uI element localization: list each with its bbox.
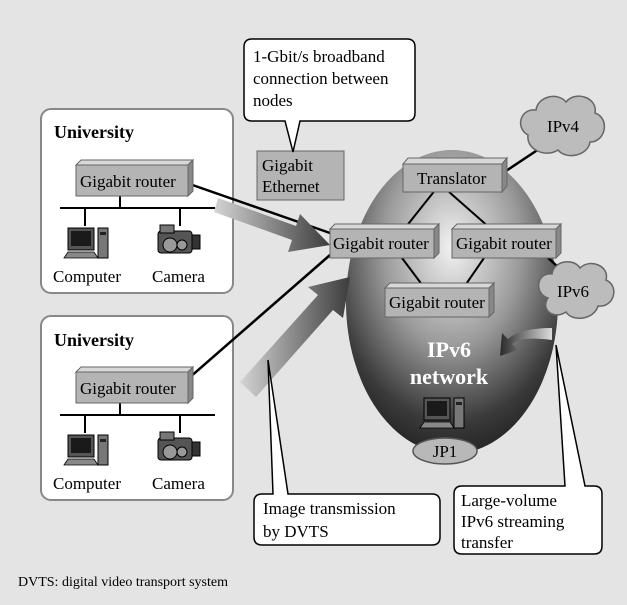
lan-2 [60, 402, 215, 433]
camera-label: Camera [152, 267, 205, 286]
ipv6-cloud [538, 261, 615, 319]
ipv4-cloud [519, 95, 605, 157]
footer-note: DVTS: digital video transport system [18, 575, 228, 590]
gigabit-ethernet-label: Ethernet [262, 177, 320, 196]
dvts-arrow-2 [240, 277, 350, 397]
network-router-label: Gigabit router [333, 234, 429, 253]
ipv6-streaming-callout [453, 344, 603, 555]
computer-label: Computer [53, 474, 121, 493]
lan-1 [60, 195, 215, 226]
net-router-right [450, 222, 563, 260]
university-router-label: Gigabit router [80, 379, 176, 398]
translator-label: Translator [417, 169, 487, 188]
ipv6-streaming-callout-line: transfer [461, 533, 513, 552]
dvts-callout-line: by DVTS [263, 522, 329, 541]
ipv6-streaming-callout-line: IPv6 streaming [461, 512, 565, 531]
network-router-label: Gigabit router [456, 234, 552, 253]
broadband-callout-line: 1-Gbit/s broadband [253, 47, 385, 66]
broadband-callout-line: connection between [253, 69, 389, 88]
university-router-label: Gigabit router [80, 172, 176, 191]
translator-box [401, 156, 509, 194]
camera-label: Camera [152, 474, 205, 493]
ipv6-stream-arrow [500, 328, 552, 356]
computer-icon [63, 227, 109, 259]
dvts-arrow-1 [214, 198, 330, 252]
gigabit-ethernet-box [256, 150, 345, 201]
university-title: University [54, 122, 134, 142]
ipv6-network-label: IPv6 [427, 337, 471, 362]
jp1-node [412, 437, 478, 465]
net-router-bottom [383, 281, 496, 319]
network-router-label: Gigabit router [389, 293, 485, 312]
link-uni2-router [180, 254, 331, 386]
ipv4-cloud-label: IPv4 [547, 117, 580, 136]
uni1-router [74, 158, 195, 198]
dvts-callout-line: Image transmission [263, 499, 396, 518]
ipv6-streaming-callout-line: Large-volume [461, 491, 557, 510]
computer-label: Computer [53, 267, 121, 286]
net-router-left [328, 222, 441, 260]
broadband-callout [243, 38, 416, 153]
ipv6-cloud-label: IPv6 [557, 282, 589, 301]
jp1-label: JP1 [433, 442, 458, 461]
university-title: University [54, 330, 134, 350]
gigabit-ethernet-label: Gigabit [262, 156, 313, 175]
uni2-router [74, 365, 195, 405]
ipv6-network-label: network [410, 364, 489, 389]
jp1-computer-icon [419, 397, 465, 429]
broadband-callout-line: nodes [253, 91, 293, 110]
computer-icon [63, 434, 109, 466]
dvts-callout [253, 359, 441, 546]
